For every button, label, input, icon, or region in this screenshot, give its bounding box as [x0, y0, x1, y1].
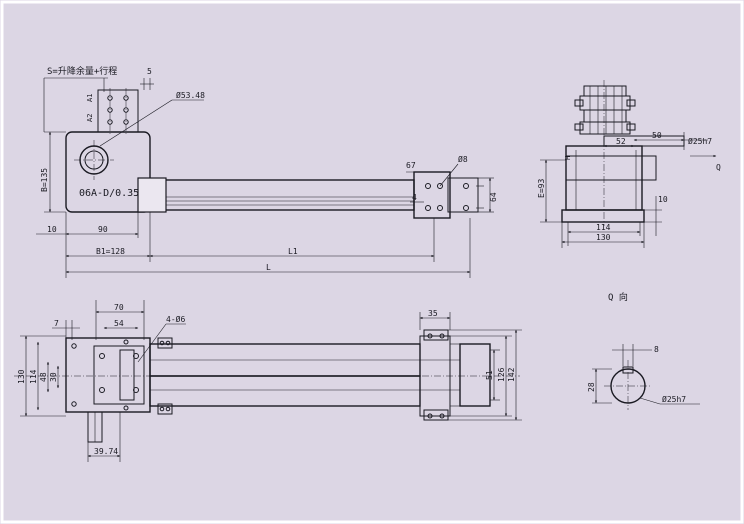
dim-114-side: 114	[596, 223, 611, 232]
q-shaft-label: Ø25h7	[662, 394, 686, 404]
dim-51: 51	[485, 370, 494, 380]
dim-54: 54	[114, 319, 124, 328]
arm-beam	[149, 179, 415, 211]
dim-height: B=135	[40, 168, 49, 192]
dim-52: 52	[616, 137, 626, 146]
dim-7: 7	[54, 319, 59, 328]
dim-10-side: 10	[658, 195, 668, 204]
end-block	[413, 171, 451, 219]
stroke-note: S=升降余量+行程	[47, 65, 117, 77]
dim-l1: L1	[288, 247, 298, 256]
top-housing	[65, 337, 151, 413]
dim-5: 5	[147, 67, 152, 76]
h-label: H	[564, 156, 572, 160]
top-beam-lower	[149, 375, 421, 407]
housing	[65, 131, 151, 213]
dim-39-74: 39.74	[94, 447, 118, 456]
dim-e: E=93	[537, 179, 546, 198]
dim-30: 30	[49, 372, 58, 382]
dim-70: 70	[114, 303, 124, 312]
dim-a2: A2	[86, 114, 94, 122]
dim-shaft: Ø25h7	[688, 136, 712, 146]
dim-48: 48	[39, 372, 48, 382]
base-plate	[561, 209, 645, 223]
dim-67: 67	[406, 161, 416, 170]
dim-4: 4	[412, 193, 417, 202]
q-dim-28: 28	[587, 382, 596, 392]
model-label: 06A-D/0.35t	[79, 188, 145, 199]
front-view: S=升降余量+行程 5 A1 A2 Ø53.48 06A-D/0.35t	[36, 65, 498, 278]
dim-a1: A1	[86, 94, 94, 102]
q-view-title: Q 向	[608, 291, 628, 303]
dim-35: 35	[428, 309, 438, 318]
dim-hole-d8: Ø8	[458, 154, 468, 164]
side-view: 50 52 Ø25h7 Q H E=93 10 114 130	[537, 80, 721, 248]
dim-130-top: 130	[17, 369, 26, 384]
dim-142: 142	[507, 367, 516, 382]
top-view: 70 54 7 4-Ø6 39.74	[14, 300, 522, 462]
dim-10: 10	[47, 225, 57, 234]
dim-l: L	[266, 263, 271, 272]
motor-stack	[574, 85, 636, 135]
dim-b1: B1=128	[96, 247, 125, 256]
dim-126: 126	[497, 367, 506, 382]
q-dim-8: 8	[654, 345, 659, 354]
q-arrow-label: Q	[716, 163, 721, 172]
q-view: Q 向 8 28 Ø25h7	[587, 291, 700, 410]
dim-holes: 4-Ø6	[166, 314, 185, 324]
dim-90: 90	[98, 225, 108, 234]
dim-64: 64	[489, 192, 498, 202]
bolt-group	[107, 95, 129, 125]
dim-50: 50	[652, 131, 662, 140]
dim-bore: Ø53.48	[176, 90, 205, 100]
dim-114-top: 114	[29, 369, 38, 384]
dim-130-side: 130	[596, 233, 611, 242]
